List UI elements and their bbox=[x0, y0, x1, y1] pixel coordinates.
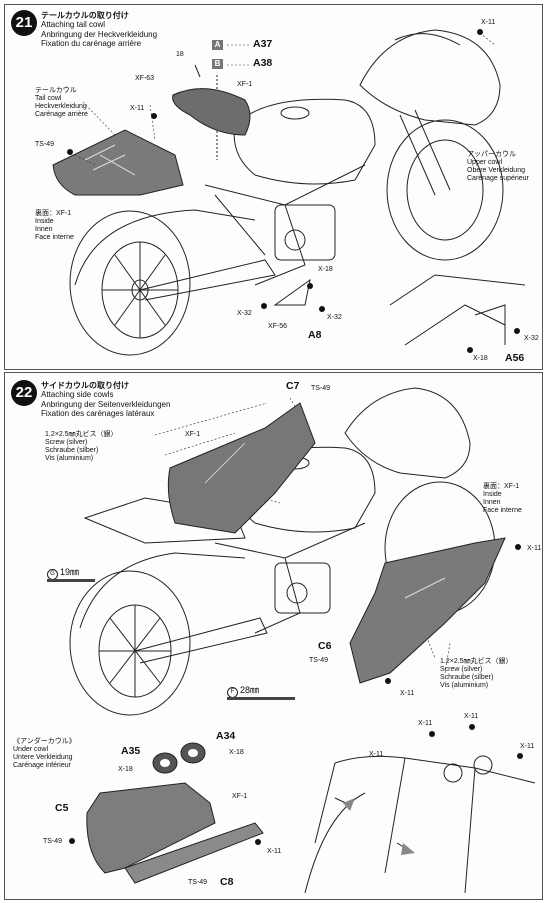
part-c6: C6 bbox=[318, 640, 332, 652]
x32-dot-b bbox=[319, 306, 325, 312]
screw-left-label: 1.2×2.5㎜丸ビス（銀） Screw (silver) Schraube (… bbox=[45, 431, 118, 462]
label-xf56: XF-56 bbox=[268, 323, 288, 330]
x18-dot-b bbox=[467, 347, 473, 353]
label-x32-c: X-32 bbox=[524, 335, 539, 342]
label-18: 18 bbox=[176, 51, 184, 58]
label-x18-a35: X-18 bbox=[118, 766, 133, 773]
step-22-title: サイドカウルの取り付け Attaching side cowls Anbring… bbox=[41, 381, 170, 419]
ts49-under-dot bbox=[69, 838, 75, 844]
paint-g-bar bbox=[47, 579, 95, 582]
label-x11-d1: X-11 bbox=[418, 720, 433, 727]
x11-under-dot bbox=[255, 839, 261, 845]
x11-d3-dot bbox=[517, 753, 523, 759]
part-c7: C7 bbox=[286, 380, 300, 392]
label-xf1: XF-1 bbox=[185, 431, 201, 438]
step-21-illustration bbox=[52, 29, 526, 356]
label-x11-d2: X-11 bbox=[464, 713, 479, 720]
step-21-number: 21 bbox=[11, 10, 37, 36]
seat-part bbox=[172, 88, 251, 136]
paint-f-bar bbox=[227, 697, 295, 700]
x18-dot bbox=[307, 283, 313, 289]
title-jp: テールカウルの取り付け bbox=[41, 11, 129, 20]
label-x18-a34: X-18 bbox=[229, 749, 244, 756]
label-x11-tr: X-11 bbox=[481, 19, 496, 26]
title-en: Attaching tail cowl bbox=[41, 20, 106, 30]
title-de: Anbringung der Seitenverkleidungen bbox=[41, 399, 171, 409]
step-21-panel: 21 テールカウルの取り付け Attaching tail cowl Anbri… bbox=[4, 4, 543, 370]
part-a35: A35 bbox=[121, 745, 141, 757]
label-x11-r: X-11 bbox=[527, 545, 542, 552]
rear-tire bbox=[69, 210, 191, 356]
screw-right-label: 1.2×2.5㎜丸ビス（銀） Screw (silver) Schraube (… bbox=[440, 658, 513, 689]
label-x11-d4: X-11 bbox=[369, 751, 384, 758]
label-ts49-mid: TS-49 bbox=[309, 657, 329, 664]
title-de: Anbringung der Heckverkleidung bbox=[41, 29, 158, 39]
tail-cowl-part bbox=[52, 129, 184, 196]
x11-d1-dot bbox=[429, 731, 435, 737]
x11-r-dot bbox=[515, 544, 521, 550]
label-xf1-under: XF-1 bbox=[232, 793, 248, 800]
step-22-panel: 22 サイドカウルの取り付け Attaching side cowls Anbr… bbox=[4, 372, 543, 900]
marker-b-box: B bbox=[212, 59, 223, 69]
title-jp: サイドカウルの取り付け bbox=[41, 381, 129, 390]
x32-dot-c bbox=[514, 328, 520, 334]
label-x18-b: X-18 bbox=[473, 355, 488, 362]
part-c5: C5 bbox=[55, 802, 69, 814]
label-x11-tl: X-11 bbox=[130, 105, 145, 112]
x11-tr-dot bbox=[477, 29, 483, 35]
part-a8: A8 bbox=[308, 329, 322, 341]
label-x11-under: X-11 bbox=[267, 848, 282, 855]
step-21-title: テールカウルの取り付け Attaching tail cowl Anbringu… bbox=[41, 11, 157, 49]
inside-label: 裏面：XF-1 Inside Innen Face interne bbox=[483, 483, 522, 514]
label-x11-d3: X-11 bbox=[520, 743, 535, 750]
fuel-tank bbox=[233, 98, 376, 185]
right-side-cowl bbox=[349, 537, 506, 684]
step-22-illustration bbox=[69, 387, 536, 894]
title-fr: Fixation des carénages latéraux bbox=[41, 409, 155, 419]
ts49-dot bbox=[67, 149, 73, 155]
upper-cowl-label: アッパーカウル Upper cowl Obere Verkleidung Car… bbox=[467, 151, 529, 182]
label-ts49-c8: TS-49 bbox=[188, 879, 208, 886]
x11-d2-dot bbox=[469, 724, 475, 730]
rear-fender bbox=[74, 209, 256, 286]
label-x32-a: X-32 bbox=[237, 310, 252, 317]
under-cowl-label: 《アンダーカウル》 Under cowl Untere Verkleidung … bbox=[13, 738, 76, 769]
label-xf1-seat: XF-1 bbox=[237, 81, 253, 88]
under-cowl-c5 bbox=[86, 782, 216, 874]
part-a37: A37 bbox=[253, 38, 273, 50]
label-x18: X-18 bbox=[318, 266, 333, 273]
part-c8: C8 bbox=[220, 876, 234, 888]
label-xf63: XF-63 bbox=[135, 75, 155, 82]
step-22-number: 22 bbox=[11, 380, 37, 406]
label-ts49: TS-49 bbox=[35, 141, 55, 148]
marker-a-box: A bbox=[212, 40, 223, 50]
x32-dot-a bbox=[261, 303, 267, 309]
part-a56: A56 bbox=[505, 352, 525, 364]
label-ts49-under: TS-49 bbox=[43, 838, 63, 845]
title-fr: Fixation du carénage arrière bbox=[41, 39, 142, 49]
left-side-cowl bbox=[167, 402, 316, 534]
upper-cowl bbox=[359, 29, 501, 126]
part-a34: A34 bbox=[216, 730, 236, 742]
front-tire bbox=[386, 119, 504, 261]
under-cowl-c8 bbox=[124, 822, 264, 884]
inside-label: 裏面：XF-1 Inside Innen Face interne bbox=[35, 210, 74, 241]
x11-dot bbox=[151, 113, 157, 119]
label-x32-b: X-32 bbox=[327, 314, 342, 321]
label-x11-bot: X-11 bbox=[400, 690, 415, 697]
x11-bot-dot bbox=[385, 678, 391, 684]
title-en: Attaching side cowls bbox=[41, 390, 114, 400]
tail-cowl-label: テールカウル Tail cowl Heckverkleidung Carénag… bbox=[35, 87, 88, 118]
part-a38: A38 bbox=[253, 57, 273, 69]
label-ts49-top: TS-49 bbox=[311, 385, 331, 392]
